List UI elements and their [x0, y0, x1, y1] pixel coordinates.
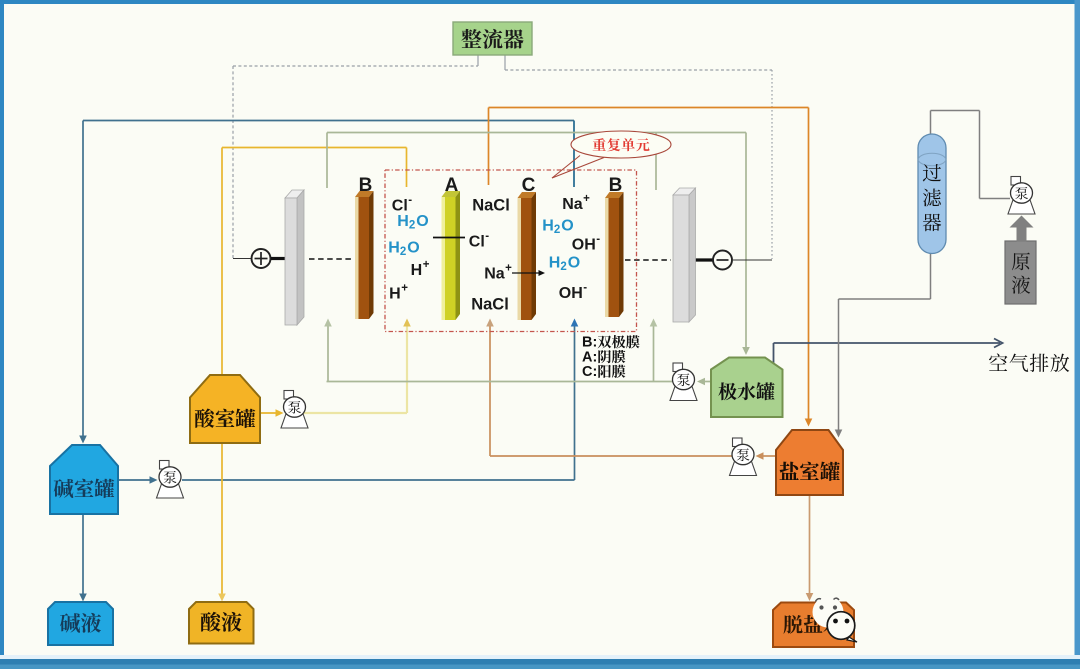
svg-text:Na: Na [484, 265, 505, 282]
svg-text:-: - [408, 195, 412, 207]
svg-text:2: 2 [409, 220, 415, 232]
svg-text:C: C [522, 175, 536, 196]
svg-text:H: H [389, 285, 401, 302]
svg-text:+: + [505, 263, 512, 275]
svg-text:Cl: Cl [392, 197, 408, 214]
svg-text:B: B [609, 175, 623, 196]
svg-text:Cl: Cl [469, 233, 485, 250]
svg-text:+: + [583, 193, 590, 205]
svg-text:2: 2 [554, 224, 560, 236]
svg-text:A:: A: [582, 349, 597, 365]
svg-text:O: O [416, 213, 428, 230]
svg-text:H: H [388, 239, 400, 256]
svg-text:B: B [359, 175, 373, 196]
svg-text:-: - [485, 231, 489, 243]
svg-text:H: H [542, 217, 554, 234]
svg-text:+: + [401, 283, 408, 295]
svg-text:B:: B: [582, 335, 597, 351]
svg-text:-: - [583, 282, 587, 294]
svg-text:H: H [397, 213, 409, 230]
svg-text:OH: OH [572, 236, 596, 253]
svg-text:-: - [596, 234, 600, 246]
svg-text:C:: C: [582, 364, 597, 380]
svg-text:O: O [568, 254, 580, 271]
svg-text:Na: Na [562, 196, 583, 213]
svg-text:O: O [407, 239, 419, 256]
svg-text:+: + [423, 259, 430, 271]
svg-text:2: 2 [400, 246, 406, 258]
svg-text:OH: OH [559, 285, 583, 302]
svg-text:H: H [549, 254, 561, 271]
svg-text:O: O [561, 217, 573, 234]
svg-text:A: A [445, 175, 459, 196]
svg-text:NaCl: NaCl [472, 196, 510, 214]
svg-text:NaCl: NaCl [471, 295, 509, 313]
svg-text:2: 2 [560, 261, 566, 273]
svg-text:H: H [411, 262, 423, 279]
